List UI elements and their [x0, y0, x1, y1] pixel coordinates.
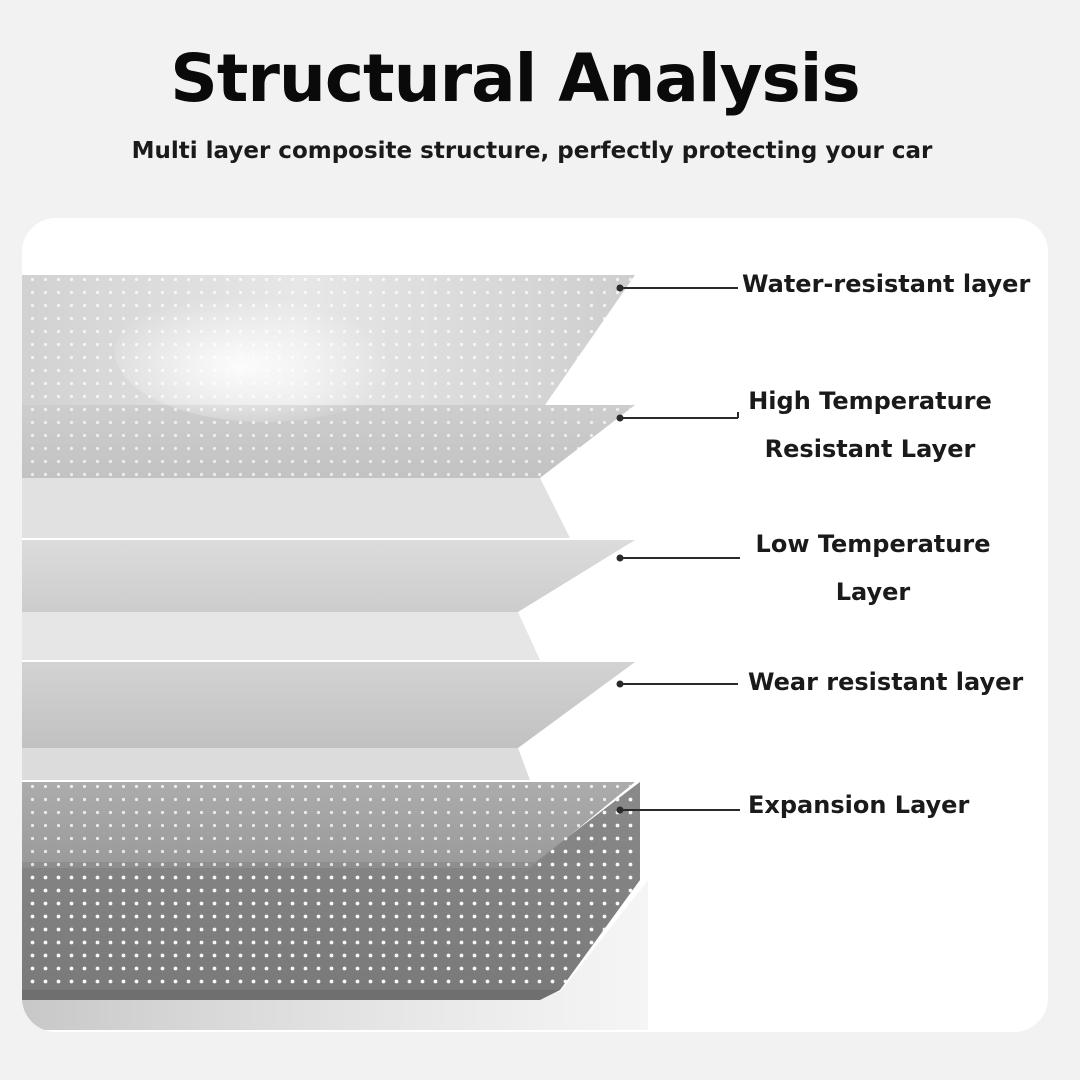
label-line: Resistant Layer — [764, 435, 976, 463]
label-wear-resistant: Wear resistant layer — [748, 658, 1038, 706]
label-low-temperature: Low Temperature Layer — [742, 520, 1004, 616]
label-water-resistant: Water-resistant layer — [742, 260, 1042, 308]
high-temperature-layer-sheet — [22, 405, 635, 538]
page-subtitle: Multi layer composite structure, perfect… — [131, 138, 933, 164]
base-dotted-layer — [22, 782, 640, 1000]
wear-resistant-layer-sheet — [22, 662, 635, 780]
label-line: Expansion Layer — [748, 791, 970, 819]
diagram-panel — [22, 218, 1048, 1032]
page-title: Structural Analysis — [170, 40, 860, 117]
label-line: Wear resistant layer — [748, 668, 1024, 696]
label-line: Low Temperature — [755, 530, 991, 558]
leader-lines — [616, 284, 740, 814]
low-temperature-layer-sheet — [22, 540, 635, 660]
label-line: Water-resistant layer — [742, 270, 1031, 298]
label-line: High Temperature — [748, 387, 992, 415]
label-line: Layer — [835, 578, 911, 606]
layer-stack-diagram — [22, 275, 740, 1030]
label-high-temperature: High Temperature Resistant Layer — [740, 377, 1000, 473]
expansion-layer-sheet — [22, 782, 635, 868]
water-resistant-layer-sheet — [22, 275, 635, 422]
label-expansion: Expansion Layer — [748, 781, 988, 829]
